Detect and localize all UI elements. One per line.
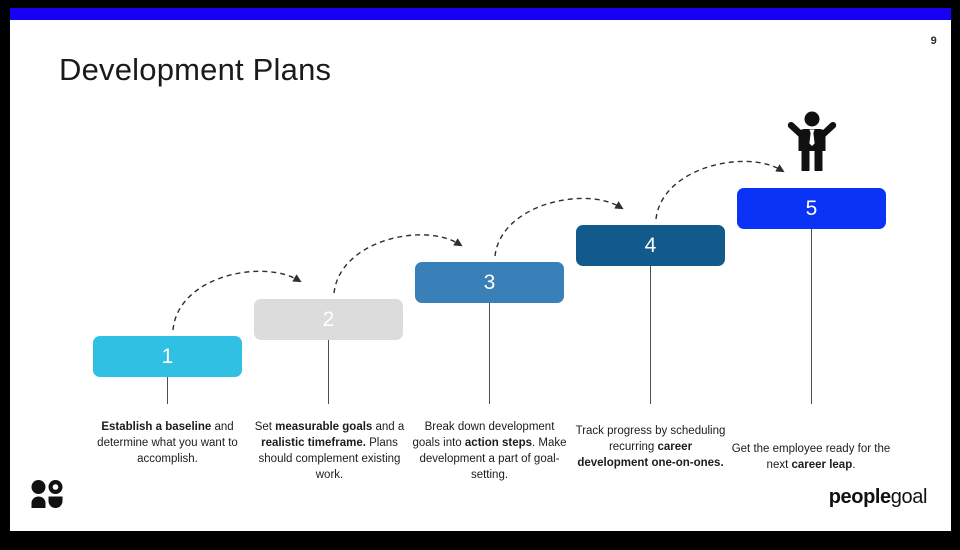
staircase-diagram: 1 Establish a baseline and determine wha… — [10, 8, 951, 531]
brand-name-light: goal — [890, 486, 928, 508]
peoplegoal-logo: peoplegoal — [828, 486, 928, 509]
step-3-caption: Break down development goals into action… — [412, 421, 567, 481]
step-4-number: 4 — [644, 233, 657, 257]
step-3-box[interactable]: 3 — [415, 262, 564, 303]
step-3-number: 3 — [483, 270, 496, 294]
step-1-caption: Establish a baseline and determine what … — [97, 421, 238, 465]
step-5-caption: Get the employee ready for the next care… — [731, 443, 891, 471]
step-5-number: 5 — [805, 196, 818, 220]
step-3-stem — [489, 303, 490, 404]
step-2-number: 2 — [322, 307, 335, 331]
step-5-stem — [811, 229, 812, 404]
step-2-stem — [328, 340, 329, 404]
page-title: Development Plans — [59, 52, 332, 87]
step-1-box[interactable]: 1 — [93, 336, 242, 377]
step-4-stem — [650, 266, 651, 404]
slide-canvas: 9 Development Plans — [10, 8, 951, 531]
step-1-number: 1 — [161, 344, 174, 368]
page-number: 9 — [930, 35, 937, 47]
step-2-box[interactable]: 2 — [254, 299, 403, 340]
step-4-box[interactable]: 4 — [576, 225, 725, 266]
step-2-caption: Set measurable goals and a realistic tim… — [254, 421, 405, 481]
step-4-caption: Track progress by scheduling recurring c… — [575, 425, 726, 469]
celebrating-person-icon — [787, 111, 837, 171]
people-group-icon — [31, 480, 63, 508]
brand-name-bold: people — [828, 486, 891, 508]
step-5-box[interactable]: 5 — [737, 188, 886, 229]
top-accent-bar — [10, 8, 951, 20]
step-1-stem — [167, 377, 168, 404]
